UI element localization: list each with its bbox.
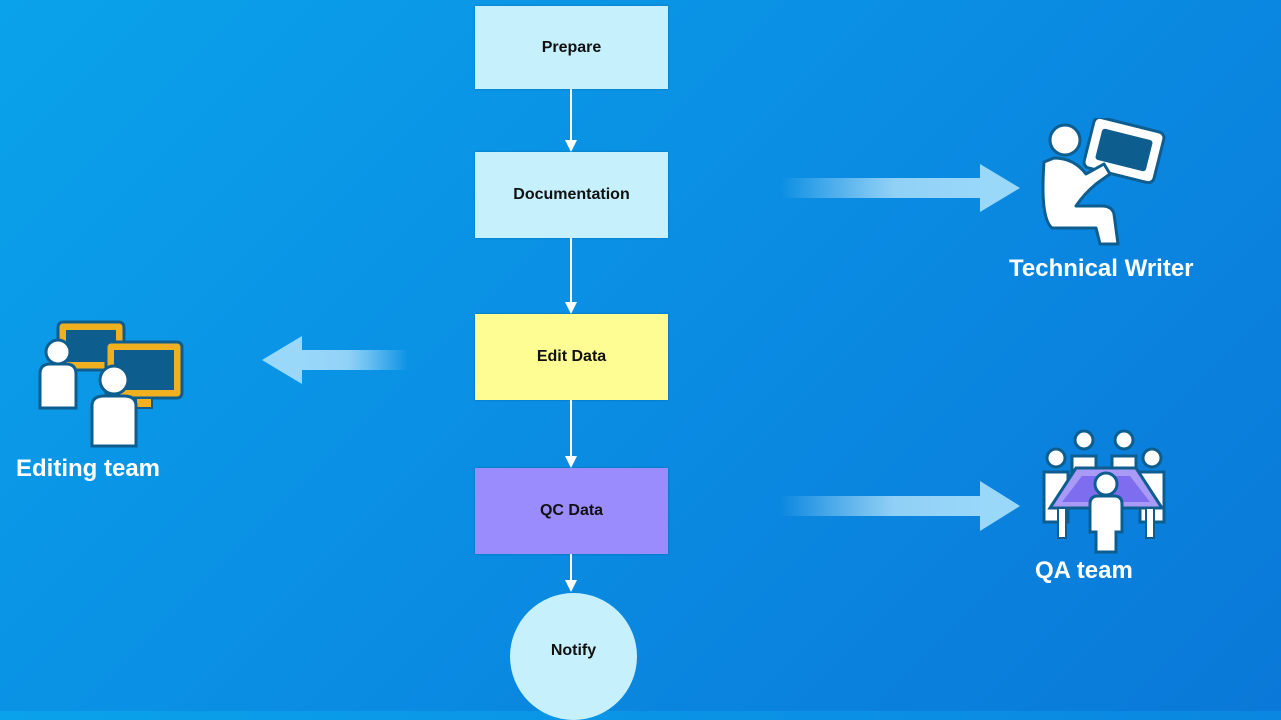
arrow-to-qa-team	[780, 481, 1020, 531]
qa-team-label: QA team	[1035, 557, 1133, 584]
editing-team-label: Editing team	[16, 455, 161, 482]
step-prepare-label: Prepare	[541, 38, 602, 56]
technical-writer-label: Technical Writer	[1009, 255, 1194, 282]
step-documentation-label: Documentation	[513, 186, 630, 203]
flow-arrow-edit-qc	[565, 400, 577, 468]
flow-arrow-prepare-documentation	[565, 89, 577, 152]
step-notify: Notify	[510, 593, 637, 720]
step-edit-data: Edit Data	[475, 314, 668, 400]
team-table-icon	[1042, 429, 1166, 554]
step-prepare: Prepare	[475, 6, 668, 89]
workstation-team-icon	[38, 320, 184, 448]
step-documentation: Documentation	[475, 152, 668, 238]
flow-arrow-documentation-edit	[565, 238, 577, 314]
flow-arrow-qc-notify	[565, 554, 577, 592]
step-edit-data-label: Edit Data	[536, 348, 607, 365]
arrow-to-editing-team	[262, 336, 408, 384]
step-notify-label: Notify	[550, 641, 597, 659]
arrow-to-technical-writer	[780, 164, 1020, 212]
step-qc-data-label: QC Data	[539, 502, 604, 519]
laptop-user-icon	[1041, 118, 1166, 246]
step-qc-data: QC Data	[475, 468, 668, 554]
